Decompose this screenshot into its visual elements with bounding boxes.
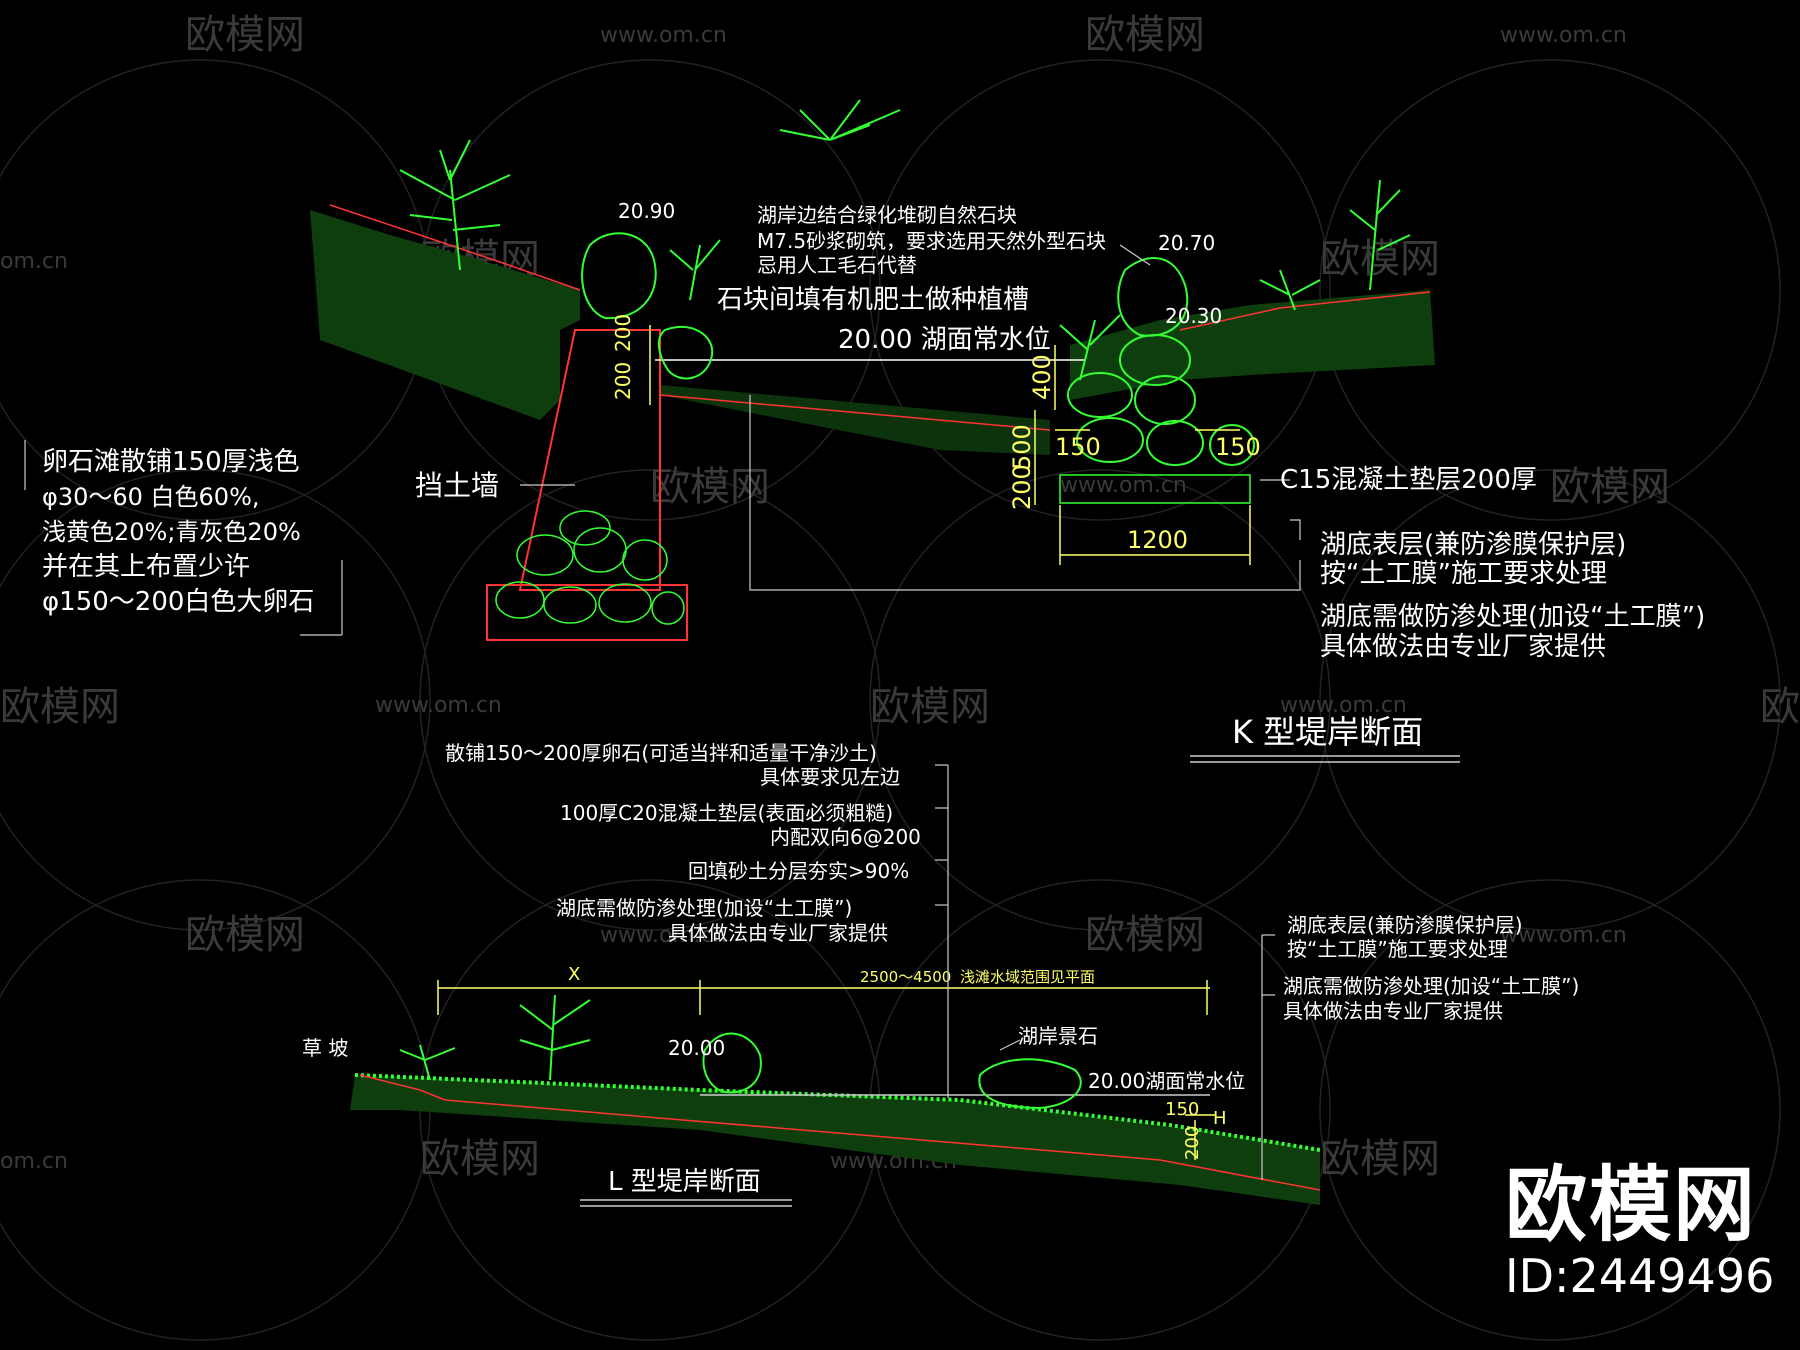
dim-h500: 500 [1008,424,1036,470]
watermark-brand: 欧模网 [185,12,305,58]
k-left-ground-line [329,204,581,291]
k-dimension-texts: 200 200 400 500 200 150 150 1200 [611,314,1261,554]
k-right-bank [1070,290,1435,400]
l-section-title: L 型堤岸断面 [608,1167,761,1197]
l-note-1a: 散铺150～200厚卵石(可适当拌和适量干净沙土) [445,741,877,765]
l-rocks [702,1032,1082,1110]
l-note-2a: 100厚C20混凝土垫层(表面必须粗糙) [560,801,893,825]
watermark-site-short: om.cn [0,249,68,274]
watermark-site: www.om.cn [1500,923,1627,948]
watermark-brand: 欧模网 [1760,684,1800,730]
k-water-level: 20.00 湖面常水位 [838,325,1051,355]
k-left-bank [310,210,580,420]
k-stone-note-2: M7.5砂浆砌筑，要求选用天然外型石块 [757,229,1106,253]
k-lake-seepage-1: 湖底需做防渗处理(加设“土工膜”) [1320,602,1705,632]
k-section: 200 200 400 500 200 150 150 1200 20.90 2… [24,99,1705,763]
retaining-wall [518,329,661,591]
watermark-site: www.om.cn [375,693,502,718]
watermark-site: www.om.cn [1500,23,1627,48]
watermark-site: www.om.cn [1280,693,1407,718]
watermark-brand: 欧模网 [650,464,770,510]
k-right-ground-line [1179,291,1431,331]
dim-left-bottom: 200 [611,362,635,400]
l-note-4b: 具体做法由专业厂家提供 [668,921,888,945]
k-pebble-note-5: φ150～200白色大卵石 [42,587,314,617]
l-right-note-1b: 按“土工膜”施工要求处理 [1287,937,1508,961]
k-left-rocks [581,232,714,380]
dim-w150-left: 150 [1055,433,1101,461]
l-note-1b: 具体要求见左边 [760,765,900,789]
l-dimension-lines [437,980,1215,1160]
l-red-ground-line [359,1074,1321,1191]
k-lake-surface-2: 按“土工膜”施工要求处理 [1320,559,1607,589]
watermark-brand: 欧模网 [1320,1136,1440,1182]
dim-h200: 200 [1008,464,1036,510]
watermark-brand: 欧模网 [1085,12,1205,58]
k-elev-right-top: 20.70 [1158,231,1215,255]
k-pebble-note-4: 并在其上布置少许 [42,552,250,582]
l-grass-slope: 草 坡 [302,1036,348,1060]
k-plants [399,99,1411,381]
l-leader-lines [935,764,1275,1180]
l-dim-range-note: 浅滩水域范围见平面 [960,968,1095,986]
k-stone-note-1: 湖岸边结合绿化堆砌自然石块 [757,203,1017,227]
k-leader-lines [24,244,1301,635]
l-dim-range: 2500～4500 [860,968,951,986]
l-right-note-2a: 湖底需做防渗处理(加设“土工膜”) [1283,974,1579,998]
l-ground-mass [350,1075,1320,1205]
k-stone-note-3: 忌用人工毛石代替 [757,253,917,277]
l-plants [399,994,591,1081]
k-pebble-note-3: 浅黄色20%;青灰色20% [42,518,301,546]
k-dimension-lines [649,325,1251,565]
dim-left-top: 200 [611,314,635,352]
l-right-note-1a: 湖底表层(兼防渗膜保护层) [1287,913,1523,937]
k-concrete-base [1059,474,1251,504]
l-right-note-2b: 具体做法由专业厂家提供 [1283,999,1503,1023]
dim-w1200: 1200 [1127,526,1188,554]
dim-h400: 400 [1028,354,1056,400]
l-note-3: 回填砂土分层夯实>90% [688,859,909,883]
k-concrete-base-label: C15混凝土垫层200厚 [1280,465,1537,495]
watermark-site: www.om.cn [1060,473,1187,498]
retaining-wall-stones [495,510,685,625]
k-section-title: K 型堤岸断面 [1232,713,1423,751]
watermark-brand: 欧模网 [185,912,305,958]
l-dim-h: H [1213,1108,1227,1129]
k-planting-note: 石块间填有机肥土做种植槽 [717,285,1029,315]
watermark-brand: 欧模网 [420,1136,540,1182]
k-elev-right-mid: 20.30 [1165,304,1222,328]
brand-badge-name: 欧模网 [1505,1158,1758,1253]
watermark-brand: 欧模网 [0,684,120,730]
watermark-site: www.om.cn [600,23,727,48]
l-dim-200: 200 [1182,1126,1203,1160]
l-elev: 20.00 [668,1036,725,1060]
k-rock-pile [1067,257,1255,466]
l-section: X 2500～4500 浅滩水域范围见平面 150 H 200 散铺150～20… [302,741,1579,1207]
l-note-4a: 湖底需做防渗处理(加设“土工膜”) [556,896,852,920]
k-lake-bed [660,385,1050,455]
k-retaining-wall-label: 挡土墙 [415,469,499,502]
watermark-site-short: om.cn [0,1149,68,1174]
brand-badge: 欧模网 ID:2449496 [1505,1158,1785,1303]
l-dim-150: 150 [1165,1099,1199,1120]
k-pebble-note-2: φ30～60 白色60%, [42,483,260,511]
l-dim-x: X [568,964,580,985]
k-lake-bed-line [659,394,1051,431]
k-lake-surface-1: 湖底表层(兼防渗膜保护层) [1320,530,1626,560]
l-water-level: 20.00湖面常水位 [1088,1069,1245,1093]
watermark-site: www.om.cn [600,923,727,948]
watermark-brand: 欧模网 [1550,464,1670,510]
watermark-brand: 欧模网 [870,684,990,730]
dim-w150-right: 150 [1215,433,1261,461]
k-elev-left: 20.90 [618,199,675,223]
watermark-brand: 欧模网 [1085,912,1205,958]
retaining-wall-footing [486,584,688,641]
l-note-2b: 内配双向6@200 [770,825,921,849]
l-rock-label: 湖岸景石 [1018,1024,1098,1048]
k-lake-seepage-2: 具体做法由专业厂家提供 [1320,632,1606,662]
brand-badge-id: ID:2449496 [1505,1249,1775,1303]
watermark-brand: 欧模网 [1320,236,1440,282]
k-pebble-note-1: 卵石滩散铺150厚浅色 [42,447,300,477]
